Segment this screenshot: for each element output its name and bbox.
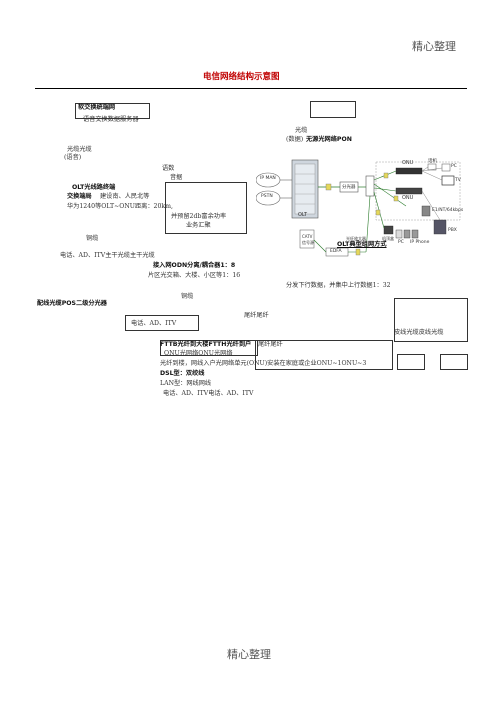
ftth-tail-fiber: 尾纤尾纤 xyxy=(258,341,283,348)
onu-label: ONU光网络ONU光网络 xyxy=(164,350,233,357)
stb-icon xyxy=(383,225,394,235)
onu-3-box xyxy=(440,354,468,370)
tail-fiber-label: 尾纤尾纤 xyxy=(244,312,269,319)
olt-distance: 华为1240等OLT~ONU距离：20km, xyxy=(67,203,174,210)
pstn-label: PSTN xyxy=(261,194,273,199)
pon-data-label: (数据) xyxy=(286,136,304,143)
catv-sub-label: 信号源 xyxy=(302,240,314,245)
pbx-icon xyxy=(433,219,447,235)
olt-reserve-power: 并预留2db富余功率 xyxy=(171,213,227,220)
splitter-label: 分光器 xyxy=(342,185,356,190)
onu-top-icon xyxy=(395,167,423,175)
pc2-label: PC xyxy=(398,240,404,245)
pon-label: 无源光网络PON xyxy=(306,136,352,143)
dsl-label: DSL型：双绞线 xyxy=(160,370,205,377)
services-box-label: 电话、AD、ITV xyxy=(131,320,177,327)
fiber-voice-line1: 光缆光缆 xyxy=(67,146,92,153)
ip-phone-label: IP Phone xyxy=(410,240,430,245)
olt-terminal-title: OLT光线路终端 xyxy=(72,184,116,191)
voice-data-line1: 语数 xyxy=(162,165,175,172)
olt-typical-caption: OLT典型组网方式 xyxy=(337,241,387,248)
stb-label: 机顶盒 xyxy=(382,236,394,241)
tv-label: TV xyxy=(455,178,461,183)
soft-switch-label: 软交换统端网 xyxy=(78,104,116,111)
soft-switch-box xyxy=(75,103,150,119)
right-info-box xyxy=(394,298,468,342)
pbx-label: PBX xyxy=(448,228,457,233)
onu-box xyxy=(255,340,393,370)
pc2-icon xyxy=(395,229,403,239)
olt-network-diagram: IP MAN PSTN OLT 分光器 ONU ONU 话机 PC TV E1/… xyxy=(256,148,464,260)
onu-top-label: ONU xyxy=(402,160,414,166)
edfa-label: EDFA xyxy=(330,249,342,254)
onu-mid-icon xyxy=(395,187,423,195)
ip-man-label: IP MAN xyxy=(260,176,276,181)
lan-label: LAN型：网线网线 xyxy=(160,380,212,387)
drop-fiber-label: 皮线光缆皮线光缆 xyxy=(394,329,444,336)
secondary-splitter-label: 配线光缆POS二级分光器 xyxy=(37,300,107,307)
split-note: 分发下行数据，并集中上行数据1：32 xyxy=(286,282,391,289)
exchange-office-sites: 建设南、人民北等 xyxy=(100,193,150,200)
onu-1-box xyxy=(397,354,425,370)
soft-switch-sub: 语音交换数据服务器 xyxy=(83,116,139,123)
copper-cable-1: 铜缆 xyxy=(86,235,99,242)
page-footer: 精心整理 xyxy=(227,648,271,661)
title-divider xyxy=(35,88,467,89)
ftth-label: FTTB光纤到大楼FTTH光纤到户 xyxy=(160,341,252,348)
fiber-amp-label: 光纤放大器 xyxy=(346,236,366,241)
pon-top-box xyxy=(310,101,356,118)
voice-data-line2: 音据 xyxy=(170,174,183,181)
ftth-box xyxy=(160,340,258,356)
services-box xyxy=(125,315,199,331)
tv-icon xyxy=(441,175,455,186)
onu-mid-label: ONU xyxy=(402,195,414,201)
pon-fiber-label: 光缆 xyxy=(295,127,308,134)
olt-terminal-box xyxy=(165,182,247,234)
pc-label: PC xyxy=(451,164,457,169)
access-sites-label: 片区光交箱、大楼、小区等1：16 xyxy=(148,272,241,279)
phone-label: 话机 xyxy=(428,159,437,164)
copper-cable-2: 铜缆 xyxy=(181,293,194,300)
diagram-title: 电信网络结构示意图 xyxy=(203,72,280,82)
trunk-cable-label: 电话、AD、ITV主干光缆主干光缆 xyxy=(60,252,155,259)
olt-aggregation: 业务汇聚 xyxy=(186,222,211,229)
fiber-voice-line2: (语音) xyxy=(64,154,82,161)
pc-icon xyxy=(441,163,451,172)
exchange-office-label: 交换端局 xyxy=(67,193,92,200)
access-network-label: 接入网ODN分离/耦合器1：8 xyxy=(153,262,236,269)
e1-label: E1/NT/64kbps xyxy=(432,208,464,213)
catv-label: CATV xyxy=(302,234,313,239)
catv-icon xyxy=(299,229,315,249)
olt-label: OLT xyxy=(298,212,308,218)
page-header: 精心整理 xyxy=(412,40,456,53)
ftth-services: 电话、AD、ITV电话、AD、ITV xyxy=(163,390,254,397)
onu-install-note: 光纤到楼，网线入户光网络单元(ONU)安装在家庭或企业ONU~1ONU~3 xyxy=(160,360,367,367)
